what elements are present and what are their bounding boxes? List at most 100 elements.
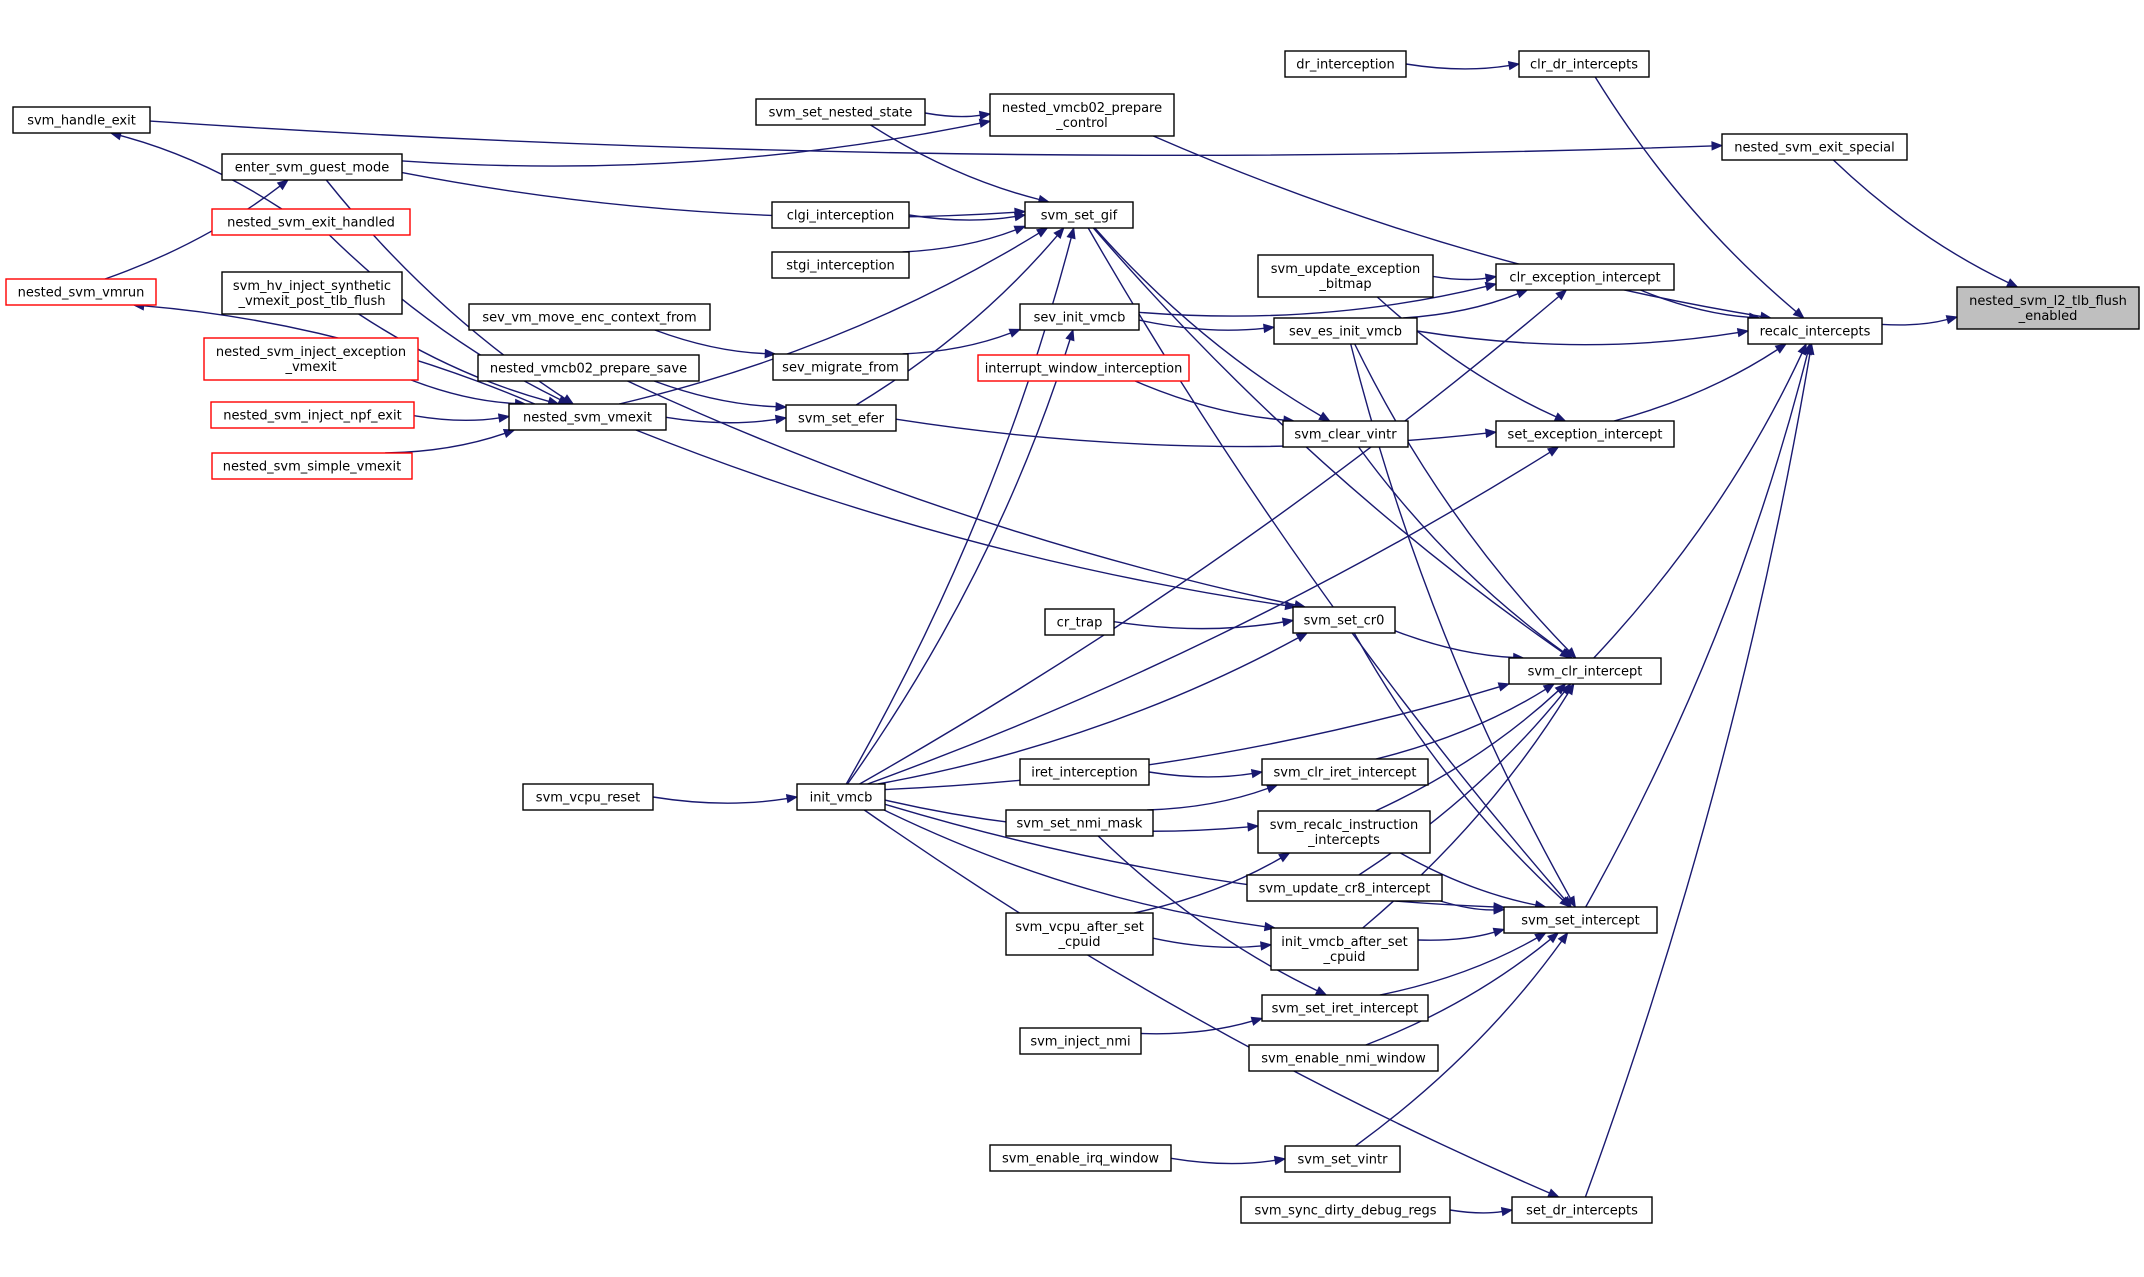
node-stgi_interception[interactable]: stgi_interception	[771, 251, 910, 279]
node-iret_interception[interactable]: iret_interception	[1019, 758, 1150, 786]
node-nested_vmcb02_prepare_save[interactable]: nested_vmcb02_prepare_save	[477, 354, 700, 382]
node-label: svm_update_exception	[1271, 262, 1420, 277]
node-nested_svm_vmrun[interactable]: nested_svm_vmrun	[5, 278, 157, 306]
edge-line	[665, 416, 777, 424]
edge-line	[1594, 76, 1797, 313]
node-label: svm_handle_exit	[27, 114, 136, 129]
node-svm_set_iret_intercept[interactable]: svm_set_iret_intercept	[1261, 994, 1429, 1022]
node-svm_set_nested_state[interactable]: svm_set_nested_state	[755, 98, 926, 126]
node-svm_enable_irq_window[interactable]: svm_enable_irq_window	[989, 1144, 1172, 1172]
node-svm_clr_iret_intercept[interactable]: svm_clr_iret_intercept	[1261, 758, 1429, 786]
node-dr_interception[interactable]: dr_interception	[1284, 50, 1407, 78]
edge-line	[149, 120, 1713, 157]
node-nested_svm_inject_exception_vmexit[interactable]: nested_svm_inject_exception_vmexit	[203, 337, 419, 381]
node-init_vmcb_after_set_cpuid[interactable]: init_vmcb_after_set_cpuid	[1270, 927, 1419, 971]
node-svm_set_efer[interactable]: svm_set_efer	[785, 404, 897, 432]
node-box	[1270, 927, 1419, 971]
edge-line	[883, 809, 1266, 928]
edge-line	[1097, 835, 1318, 992]
edge-line	[870, 124, 1040, 201]
node-nested_svm_inject_npf_exit[interactable]: nested_svm_inject_npf_exit	[210, 401, 415, 429]
node-nested_vmcb02_prepare_control[interactable]: nested_vmcb02_prepare_control	[989, 93, 1175, 137]
arrowhead	[1736, 327, 1750, 338]
arrowhead	[1507, 60, 1521, 71]
node-box	[1019, 758, 1150, 786]
node-sev_vm_move_enc_context_from[interactable]: sev_vm_move_enc_context_from	[468, 303, 711, 331]
node-label: cr_trap	[1057, 616, 1103, 631]
edge-svm_clr_iret_intercept-to-svm_clr_intercept	[1375, 683, 1556, 760]
arrowhead	[774, 414, 788, 425]
node-set_exception_intercept[interactable]: set_exception_intercept	[1495, 420, 1675, 448]
edge-svm_set_nested_state-to-nested_vmcb02_prepare_control	[924, 110, 992, 121]
node-svm_update_exception_bitmap[interactable]: svm_update_exception_bitmap	[1257, 254, 1434, 298]
node-svm_recalc_instruction_intercepts[interactable]: svm_recalc_instruction_intercepts	[1257, 810, 1431, 854]
edge-line	[859, 295, 1560, 785]
arrowhead	[1547, 932, 1560, 944]
node-nested_svm_exit_special[interactable]: nested_svm_exit_special	[1721, 133, 1908, 161]
node-nested_svm_vmexit[interactable]: nested_svm_vmexit	[508, 403, 667, 431]
edge-nested_svm_vmrun-to-enter_svm_guest_mode	[104, 179, 290, 280]
edge-init_vmcb-to-set_exception_intercept	[867, 446, 1560, 785]
edge-interrupt_window_interception-to-svm_clear_vintr	[1134, 380, 1296, 425]
node-svm_enable_nmi_window[interactable]: svm_enable_nmi_window	[1248, 1044, 1439, 1072]
arrowhead	[1250, 1016, 1264, 1026]
edge-svm_inject_nmi-to-svm_set_iret_intercept	[1140, 1016, 1264, 1035]
node-label: sev_migrate_from	[782, 361, 899, 376]
edge-line	[410, 379, 516, 405]
node-svm_vcpu_after_set_cpuid[interactable]: svm_vcpu_after_set_cpuid	[1005, 912, 1154, 956]
node-box	[12, 106, 151, 134]
edge-line	[1640, 289, 1750, 318]
node-box	[771, 251, 910, 279]
node-interrupt_window_interception[interactable]: interrupt_window_interception	[977, 354, 1190, 382]
edge-line	[1354, 343, 1570, 652]
node-label: iret_interception	[1031, 766, 1138, 781]
node-svm_set_vintr[interactable]: svm_set_vintr	[1284, 1145, 1401, 1173]
edge-line	[1593, 352, 1803, 659]
node-svm_update_cr8_intercept[interactable]: svm_update_cr8_intercept	[1246, 874, 1443, 902]
node-label: clgi_interception	[787, 209, 894, 224]
node-set_dr_intercepts[interactable]: set_dr_intercepts	[1511, 1196, 1653, 1224]
node-svm_set_nmi_mask[interactable]: svm_set_nmi_mask	[1005, 809, 1154, 837]
node-nested_svm_exit_handled[interactable]: nested_svm_exit_handled	[211, 208, 411, 236]
node-svm_vcpu_reset[interactable]: svm_vcpu_reset	[522, 783, 654, 811]
edge-clr_dr_intercepts-to-recalc_intercepts	[1594, 76, 1805, 319]
node-cr_trap[interactable]: cr_trap	[1044, 608, 1115, 636]
arrowhead	[1564, 682, 1575, 696]
node-nested_svm_simple_vmexit[interactable]: nested_svm_simple_vmexit	[211, 452, 413, 480]
edge-svm_vcpu_after_set_cpuid-to-svm_recalc_instruction_intercepts	[1133, 852, 1291, 914]
node-sev_init_vmcb[interactable]: sev_init_vmcb	[1019, 303, 1140, 331]
node-svm_sync_dirty_debug_regs[interactable]: svm_sync_dirty_debug_regs	[1240, 1196, 1451, 1224]
node-svm_clr_intercept[interactable]: svm_clr_intercept	[1508, 657, 1662, 685]
node-clr_dr_intercepts[interactable]: clr_dr_intercepts	[1518, 50, 1650, 78]
arrowhead	[1273, 1155, 1287, 1166]
node-nested_svm_l2_tlb_flush_enabled[interactable]: nested_svm_l2_tlb_flush_enabled	[1956, 286, 2140, 330]
node-svm_set_gif[interactable]: svm_set_gif	[1024, 201, 1134, 229]
edge-svm_enable_nmi_window-to-svm_set_intercept	[1365, 932, 1560, 1046]
node-clgi_interception[interactable]: clgi_interception	[771, 201, 910, 229]
node-label: _vmexit	[284, 360, 336, 375]
node-init_vmcb[interactable]: init_vmcb	[796, 783, 886, 811]
arrowhead	[1281, 617, 1295, 627]
node-label: svm_set_nmi_mask	[1017, 817, 1143, 832]
node-clr_exception_intercept[interactable]: clr_exception_intercept	[1495, 263, 1675, 291]
edge-sev_migrate_from-to-sev_init_vmcb	[902, 328, 1022, 355]
node-box	[210, 401, 415, 429]
edge-line	[104, 185, 281, 280]
node-svm_set_intercept[interactable]: svm_set_intercept	[1503, 906, 1658, 934]
arrowhead	[1565, 647, 1577, 659]
node-label: _intercepts	[1307, 833, 1380, 848]
node-box	[211, 452, 413, 480]
node-enter_svm_guest_mode[interactable]: enter_svm_guest_mode	[221, 153, 403, 181]
node-svm_set_cr0[interactable]: svm_set_cr0	[1292, 606, 1396, 634]
node-sev_es_init_vmcb[interactable]: sev_es_init_vmcb	[1273, 317, 1418, 345]
node-recalc_intercepts[interactable]: recalc_intercepts	[1747, 317, 1883, 345]
node-svm_handle_exit[interactable]: svm_handle_exit	[12, 106, 151, 134]
edge-line	[1375, 688, 1546, 760]
node-svm_clear_vintr[interactable]: svm_clear_vintr	[1282, 420, 1409, 448]
node-svm_inject_nmi[interactable]: svm_inject_nmi	[1019, 1027, 1142, 1055]
node-svm_hv_inject_synthetic_vmexit_post_tlb_flush[interactable]: svm_hv_inject_synthetic_vmexit_post_tlb_…	[221, 271, 403, 315]
node-label: nested_svm_exit_special	[1734, 141, 1895, 156]
node-label: svm_vcpu_after_set	[1015, 920, 1144, 935]
edge-line	[1403, 293, 1519, 319]
node-sev_migrate_from[interactable]: sev_migrate_from	[772, 353, 909, 381]
